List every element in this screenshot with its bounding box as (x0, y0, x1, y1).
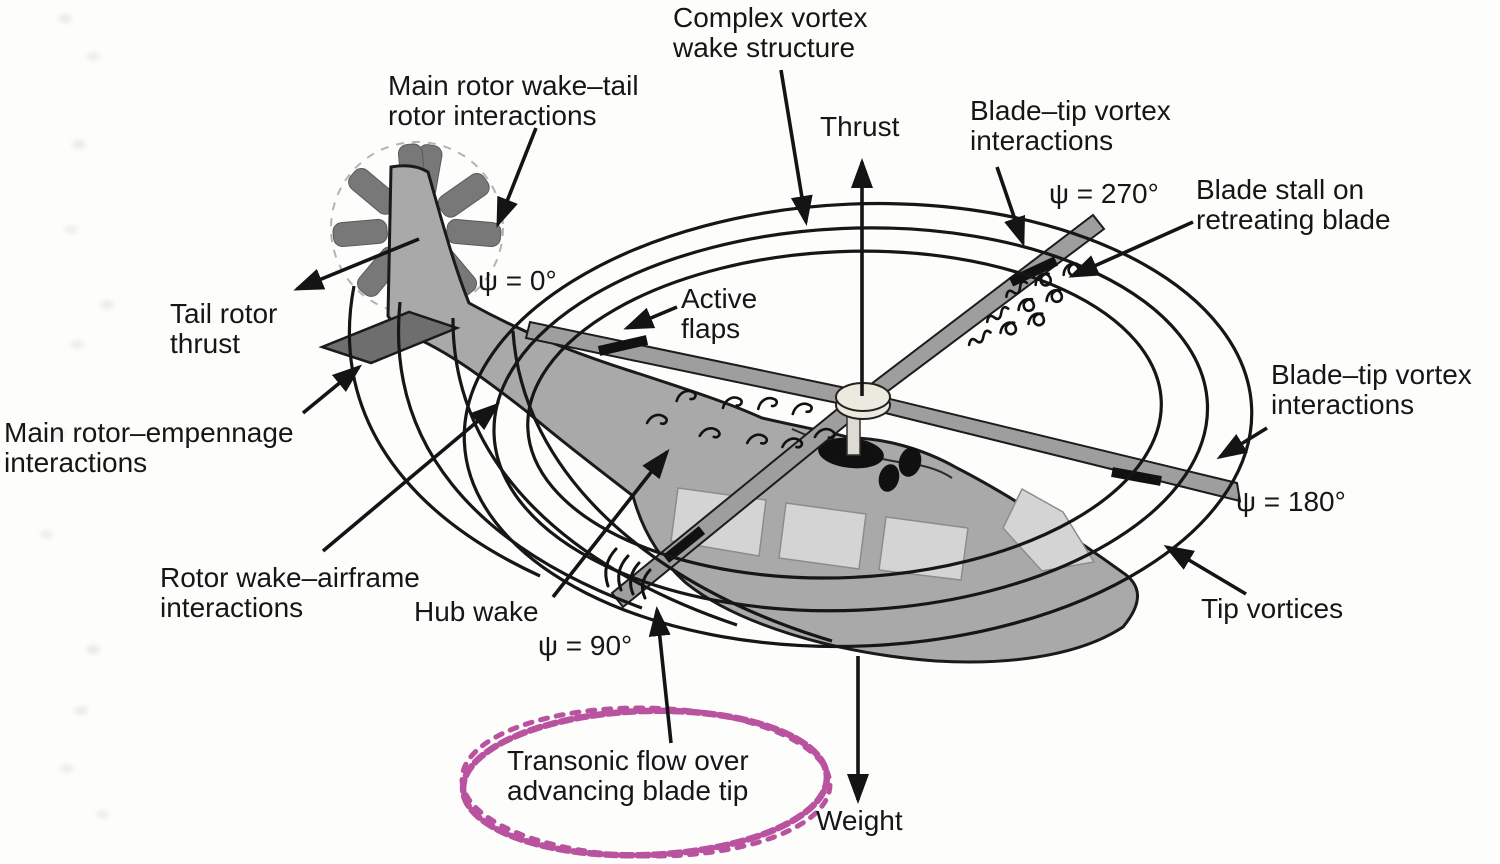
label-hub-wake: Hub wake (414, 596, 539, 627)
label-tip-vortices: Tip vortices (1201, 593, 1344, 624)
hub-wake-curls (645, 389, 836, 449)
active-flaps-pointer (623, 305, 678, 330)
hub-wake-pointer (551, 448, 670, 599)
label-psi-180: ψ = 180° (1236, 486, 1346, 517)
transonic-shock-arcs (604, 547, 652, 600)
blade-psi-270 (856, 213, 1106, 408)
windshield (1002, 487, 1096, 572)
label-psi-0: ψ = 0° (478, 265, 557, 296)
transonic-highlight-ellipse (459, 705, 833, 859)
airframe-pointer (321, 402, 501, 553)
wake-streamlines (347, 285, 833, 643)
transonic-pointer (648, 606, 673, 744)
blade-stall-pointer (1068, 220, 1194, 278)
tip-vortices-pointer (1163, 544, 1247, 596)
arrows (293, 69, 1268, 804)
vortex-wake-ellipses (462, 201, 1254, 649)
label-weight: Weight (816, 805, 903, 836)
blade-tip-vortex-right-pointer (1216, 426, 1268, 460)
active-flap-segments (597, 256, 1162, 563)
complex-vortex-pointer (779, 69, 813, 226)
tail-rotor-thrust-arrow (293, 237, 420, 291)
label-psi-270: ψ = 270° (1049, 178, 1159, 209)
empennage-pointer (301, 364, 363, 415)
blade-tip-vortex-upper-pointer (995, 166, 1025, 247)
rotor-hub (835, 382, 891, 420)
label-thrust: Thrust (820, 111, 900, 142)
horizontal-stabilizer (318, 310, 461, 365)
wake-tail-pointer (496, 127, 538, 228)
label-psi-90: ψ = 90° (538, 630, 633, 661)
